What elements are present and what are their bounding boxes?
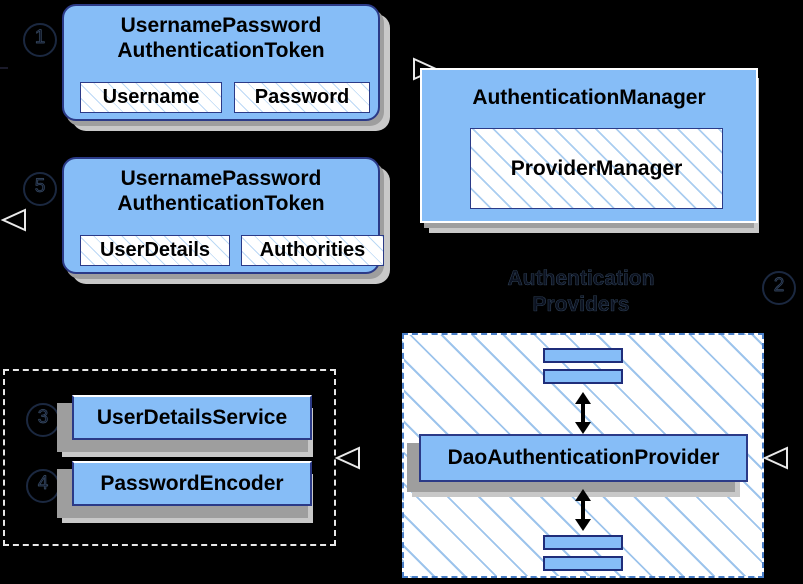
- password-encoder-box[interactable]: PasswordEncoder: [72, 461, 312, 506]
- authentication-manager-title: AuthenticationManager: [472, 86, 706, 109]
- anonymous-provider-bar-4[interactable]: [543, 556, 623, 571]
- authentication-manager-box[interactable]: AuthenticationManager ProviderManager: [420, 68, 758, 223]
- provider-manager-box[interactable]: ProviderManager: [470, 128, 723, 209]
- edge-stub-left-top: [0, 67, 8, 69]
- step-marker-2: 2: [762, 271, 796, 305]
- token-request-box[interactable]: UsernamePassword AuthenticationToken Use…: [62, 4, 380, 121]
- step-marker-1: 1: [23, 23, 57, 57]
- dao-authentication-provider-title: DaoAuthenticationProvider: [447, 446, 720, 469]
- provider-link-arrow-top: [572, 392, 594, 434]
- step-marker-3: 3: [26, 403, 60, 437]
- token-request-slot-username[interactable]: Username: [80, 82, 222, 113]
- user-services-container: [3, 369, 336, 546]
- token-request-title: UsernamePassword AuthenticationToken: [117, 14, 325, 62]
- user-details-service-box[interactable]: UserDetailsService: [72, 395, 312, 440]
- step-marker-4: 4: [26, 469, 60, 503]
- arrow-providers-right: [762, 446, 788, 470]
- token-result-slot-authorities[interactable]: Authorities: [241, 235, 384, 266]
- arrow-from-result-token: [0, 208, 26, 232]
- arrow-user-services-right: [334, 446, 360, 470]
- user-details-service-title: UserDetailsService: [96, 406, 288, 429]
- anonymous-provider-bar-3[interactable]: [543, 535, 623, 550]
- authentication-providers-label: Authentication Providers: [507, 267, 655, 316]
- token-result-box[interactable]: UsernamePassword AuthenticationToken Use…: [62, 157, 384, 274]
- token-result-title: UsernamePassword AuthenticationToken: [117, 167, 325, 215]
- step-marker-5: 5: [23, 172, 57, 206]
- token-request-slot-password[interactable]: Password: [234, 82, 370, 113]
- anonymous-provider-bar-1[interactable]: [543, 348, 623, 363]
- dao-authentication-provider-box[interactable]: DaoAuthenticationProvider: [419, 434, 748, 482]
- anonymous-provider-bar-2[interactable]: [543, 369, 623, 384]
- token-result-slot-userdetails[interactable]: UserDetails: [80, 235, 230, 266]
- password-encoder-title: PasswordEncoder: [100, 472, 284, 495]
- provider-link-arrow-bottom: [572, 489, 594, 531]
